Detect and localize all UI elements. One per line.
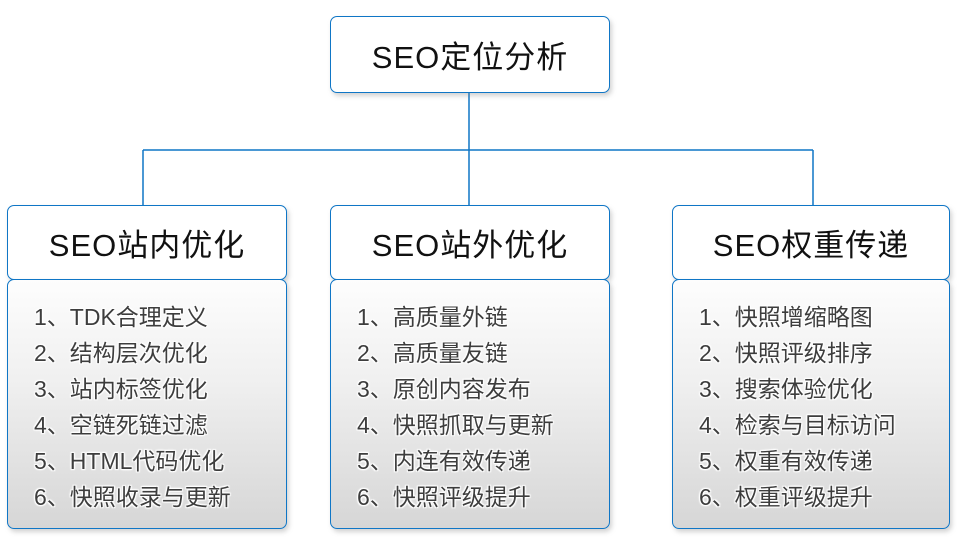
list-item: 2、结构层次优化: [34, 340, 208, 366]
list-item: 6、快照收录与更新: [34, 484, 231, 510]
list-item: 3、站内标签优化: [34, 376, 208, 402]
root-node: SEO定位分析: [330, 16, 610, 93]
list-item: 4、空链死链过滤: [34, 412, 208, 438]
branch-header-offsite-title: SEO站外优化: [371, 228, 569, 263]
branch-header-onsite: SEO站内优化: [7, 205, 287, 280]
list-item: 5、权重有效传递: [699, 448, 873, 474]
list-item: 3、搜索体验优化: [699, 376, 873, 402]
branch-list-weight: 1、快照增缩略图 2、快照评级排序 3、搜索体验优化 4、检索与目标访问 5、权…: [672, 279, 950, 529]
list-item: 1、快照增缩略图: [699, 304, 873, 330]
list-item: 4、快照抓取与更新: [357, 412, 554, 438]
list-item: 5、HTML代码优化: [34, 448, 225, 474]
root-node-title: SEO定位分析: [371, 40, 569, 75]
list-item: 2、快照评级排序: [699, 340, 873, 366]
list-item: 6、快照评级提升: [357, 484, 531, 510]
branch-header-weight-title: SEO权重传递: [712, 228, 910, 263]
branch-header-weight: SEO权重传递: [672, 205, 950, 280]
list-item: 1、高质量外链: [357, 304, 508, 330]
branch-list-onsite: 1、TDK合理定义 2、结构层次优化 3、站内标签优化 4、空链死链过滤 5、H…: [7, 279, 287, 529]
branch-list-offsite: 1、高质量外链 2、高质量友链 3、原创内容发布 4、快照抓取与更新 5、内连有…: [330, 279, 610, 529]
list-item: 4、检索与目标访问: [699, 412, 896, 438]
list-item: 1、TDK合理定义: [34, 304, 208, 330]
list-item: 3、原创内容发布: [357, 376, 531, 402]
list-item: 2、高质量友链: [357, 340, 508, 366]
list-item: 6、权重评级提升: [699, 484, 873, 510]
branch-header-offsite: SEO站外优化: [330, 205, 610, 280]
list-item: 5、内连有效传递: [357, 448, 531, 474]
branch-header-onsite-title: SEO站内优化: [48, 228, 246, 263]
